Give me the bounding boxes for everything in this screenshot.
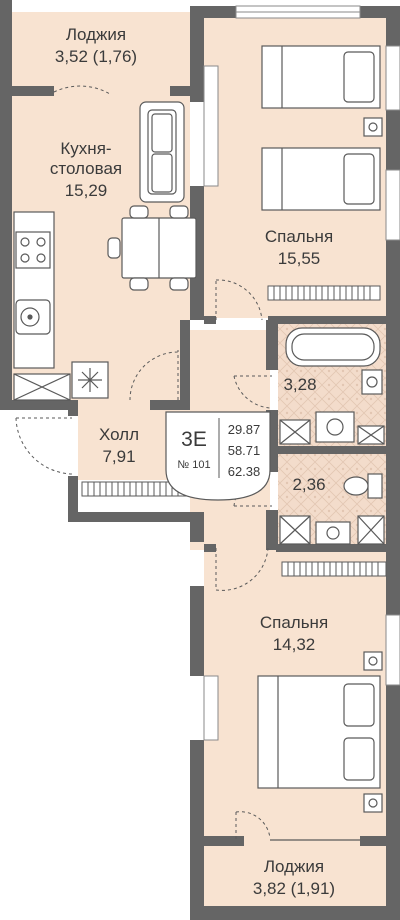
wall-kitchen-bottom-2 bbox=[150, 400, 190, 410]
wall-bedroom-bottom-top bbox=[204, 544, 216, 552]
wall-bath-left bbox=[266, 320, 278, 370]
apartment-badge: 3Е № 101 29.87 58.71 62.38 bbox=[165, 411, 271, 501]
dining-table-icon bbox=[107, 205, 197, 291]
wall-loggia-bottom-divider-2 bbox=[360, 836, 386, 846]
bedroom-top-name: Спальня bbox=[265, 227, 333, 246]
bath-area: 3,28 bbox=[283, 375, 316, 394]
loggia-top-name: Лоджия bbox=[66, 25, 126, 44]
door-bath bbox=[233, 375, 272, 409]
wall-top-left bbox=[0, 0, 12, 410]
radiator-bedroom-bottom bbox=[281, 561, 387, 577]
sink-icon bbox=[15, 299, 51, 335]
badge-area-with-loggia: 62.38 bbox=[228, 464, 261, 479]
sofa-icon bbox=[139, 101, 185, 203]
door-bedroom-top bbox=[215, 279, 263, 321]
stove-icon bbox=[15, 231, 51, 269]
bed-icon-1 bbox=[261, 45, 381, 109]
wall-hall-bottom bbox=[68, 512, 204, 522]
nightstand-icon-3 bbox=[363, 793, 383, 813]
kitchen-name-line2: столовая bbox=[50, 159, 122, 178]
wall-bath-wc-divider bbox=[278, 446, 386, 454]
window-right-3 bbox=[385, 614, 400, 686]
wall-kitchen-bottom-stub bbox=[180, 320, 190, 400]
fridge-icon bbox=[13, 373, 71, 401]
hall-name: Холл bbox=[99, 425, 139, 444]
wall-right-outer-2 bbox=[386, 110, 400, 170]
wall-lower-left bbox=[190, 586, 204, 676]
badge-shape bbox=[165, 411, 271, 501]
shaft-icon-1 bbox=[279, 419, 311, 445]
bedroom-bottom-area: 14,32 bbox=[273, 635, 316, 654]
window-kitchen-top bbox=[203, 65, 219, 187]
radiator-bedroom-top bbox=[267, 285, 381, 301]
window-lower-left bbox=[203, 675, 219, 741]
windows bbox=[203, 5, 400, 741]
loggia-bottom-name: Лоджия bbox=[264, 857, 324, 876]
badge-number: № 101 bbox=[177, 459, 210, 471]
door-entrance bbox=[15, 417, 73, 475]
shaft-icon-4 bbox=[357, 515, 385, 545]
wall-kitchen-bedroom bbox=[190, 6, 204, 102]
hall-area: 7,91 bbox=[102, 447, 135, 466]
wall-right-outer-3 bbox=[386, 240, 400, 615]
nightstand-icon-1 bbox=[363, 117, 383, 137]
wall-right-outer-4 bbox=[386, 685, 400, 910]
bed-icon-2 bbox=[261, 147, 381, 211]
bedroom-top-area: 15,55 bbox=[278, 249, 321, 268]
wall-bedroom-top-bottom-2 bbox=[268, 316, 386, 324]
wall-bottom bbox=[190, 906, 400, 920]
wall-loggia-top-divider-2 bbox=[170, 86, 204, 96]
badge-total-area: 58.71 bbox=[228, 443, 261, 458]
double-bed-icon bbox=[257, 675, 381, 789]
loggia-bottom-area: 3,82 (1,91) bbox=[253, 879, 335, 898]
radiators bbox=[81, 285, 387, 577]
nightstand-icon-2 bbox=[363, 651, 383, 671]
wall-loggia-bottom-divider bbox=[204, 836, 244, 846]
doors bbox=[15, 85, 272, 840]
ventilation-icon bbox=[71, 361, 109, 399]
door-loggia-bottom bbox=[235, 811, 271, 840]
wall-left-lower bbox=[190, 512, 204, 542]
wall-right-outer bbox=[386, 6, 400, 46]
wall-hall-bottom-left bbox=[68, 476, 78, 522]
window-right-1 bbox=[385, 45, 400, 111]
bedroom-bottom-name: Спальня bbox=[260, 613, 328, 632]
wc-sink-icon bbox=[315, 521, 351, 545]
wall-kitchen-bottom bbox=[12, 400, 78, 410]
shaft-icon-3 bbox=[279, 515, 311, 545]
floor-loggia-bottom bbox=[204, 840, 386, 906]
wall-hall-left bbox=[68, 400, 78, 416]
furniture bbox=[13, 45, 385, 841]
washbasin-icon bbox=[361, 369, 383, 395]
wall-wc-left-2 bbox=[266, 510, 278, 550]
door-kitchen-hall bbox=[129, 350, 179, 401]
wall-bedroom-bottom-top-2 bbox=[276, 544, 386, 552]
wc-area: 2,36 bbox=[292, 475, 325, 494]
wall-loggia-top-divider bbox=[12, 86, 54, 96]
wall-lower-left-2 bbox=[190, 740, 204, 920]
wall-bedroom-top-bottom bbox=[204, 316, 216, 324]
badge-living-area: 29.87 bbox=[228, 422, 261, 437]
window-right-2 bbox=[385, 169, 400, 241]
toilet-icon bbox=[343, 473, 383, 499]
door-bedroom-bottom bbox=[215, 547, 269, 591]
loggia-top-area: 3,52 (1,76) bbox=[55, 47, 137, 66]
kitchen-area: 15,29 bbox=[65, 181, 108, 200]
badge-type: 3Е bbox=[181, 428, 207, 451]
kitchen-name-line1: Кухня- bbox=[60, 139, 111, 158]
bathtub-icon bbox=[285, 327, 381, 367]
washing-machine-icon bbox=[315, 411, 355, 443]
shaft-icon-2 bbox=[357, 425, 385, 445]
floor-loggia-top bbox=[12, 12, 190, 88]
room-labels: Лоджия 3,52 (1,76) Кухня- столовая 15,29… bbox=[50, 25, 335, 898]
